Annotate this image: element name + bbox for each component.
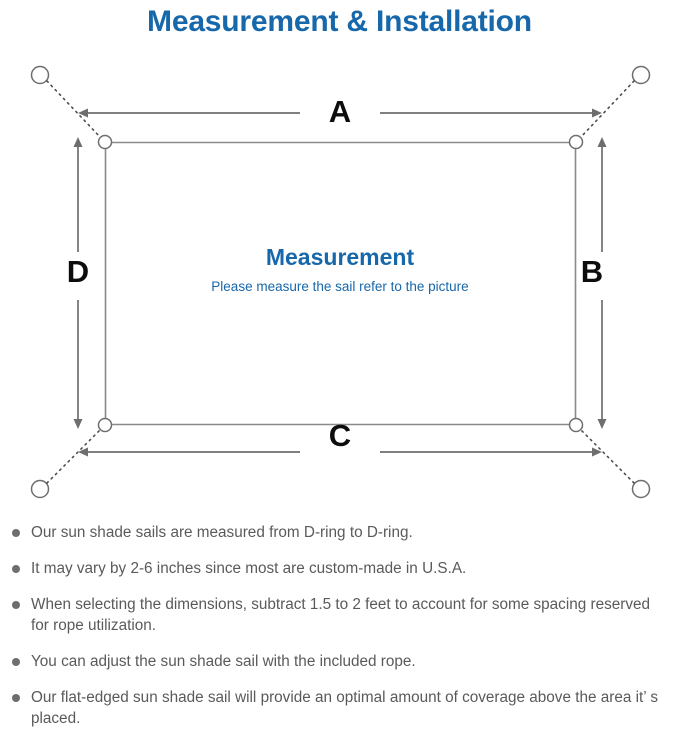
top-left-anchor-icon [30, 65, 50, 85]
list-item: It may vary by 2-6 inches since most are… [0, 558, 679, 579]
sail-rectangle [104, 141, 577, 426]
top-left-d-ring-icon [97, 134, 113, 150]
list-item-text: Our flat-edged sun shade sail will provi… [31, 689, 658, 727]
dimension-label-d: D [66, 254, 90, 289]
bullet-icon [12, 694, 20, 702]
list-item: You can adjust the sun shade sail with t… [0, 651, 679, 672]
list-item-text: When selecting the dimensions, subtract … [31, 596, 651, 634]
list-item-text: It may vary by 2-6 inches since most are… [31, 560, 467, 577]
bullet-icon [12, 529, 20, 537]
list-item-text: You can adjust the sun shade sail with t… [31, 653, 416, 670]
rope-bottom-right [579, 428, 635, 484]
dimension-label-c: C [328, 418, 352, 453]
dimension-label-b: B [580, 254, 604, 289]
list-item: When selecting the dimensions, subtract … [0, 594, 679, 636]
diagram-svg [30, 65, 651, 499]
bottom-right-anchor-icon [631, 479, 651, 499]
rope-top-left [46, 80, 102, 139]
rope-top-right [579, 80, 635, 139]
bottom-right-d-ring-icon [568, 417, 584, 433]
bottom-left-d-ring-icon [97, 417, 113, 433]
list-item: Our sun shade sails are measured from D-… [0, 522, 679, 543]
measurement-diagram: Measurement Please measure the sail refe… [0, 52, 679, 512]
bullet-icon [12, 565, 20, 573]
top-right-d-ring-icon [568, 134, 584, 150]
bullet-icon [12, 658, 20, 666]
rope-bottom-left [46, 428, 102, 484]
list-item: Our flat-edged sun shade sail will provi… [0, 687, 679, 729]
list-item-text: Our sun shade sails are measured from D-… [31, 524, 413, 541]
bottom-left-anchor-icon [30, 479, 50, 499]
top-right-anchor-icon [631, 65, 651, 85]
bullet-icon [12, 601, 20, 609]
dimension-label-a: A [328, 94, 352, 129]
page-title: Measurement & Installation [147, 5, 532, 38]
notes-list: Our sun shade sails are measured from D-… [0, 522, 679, 744]
